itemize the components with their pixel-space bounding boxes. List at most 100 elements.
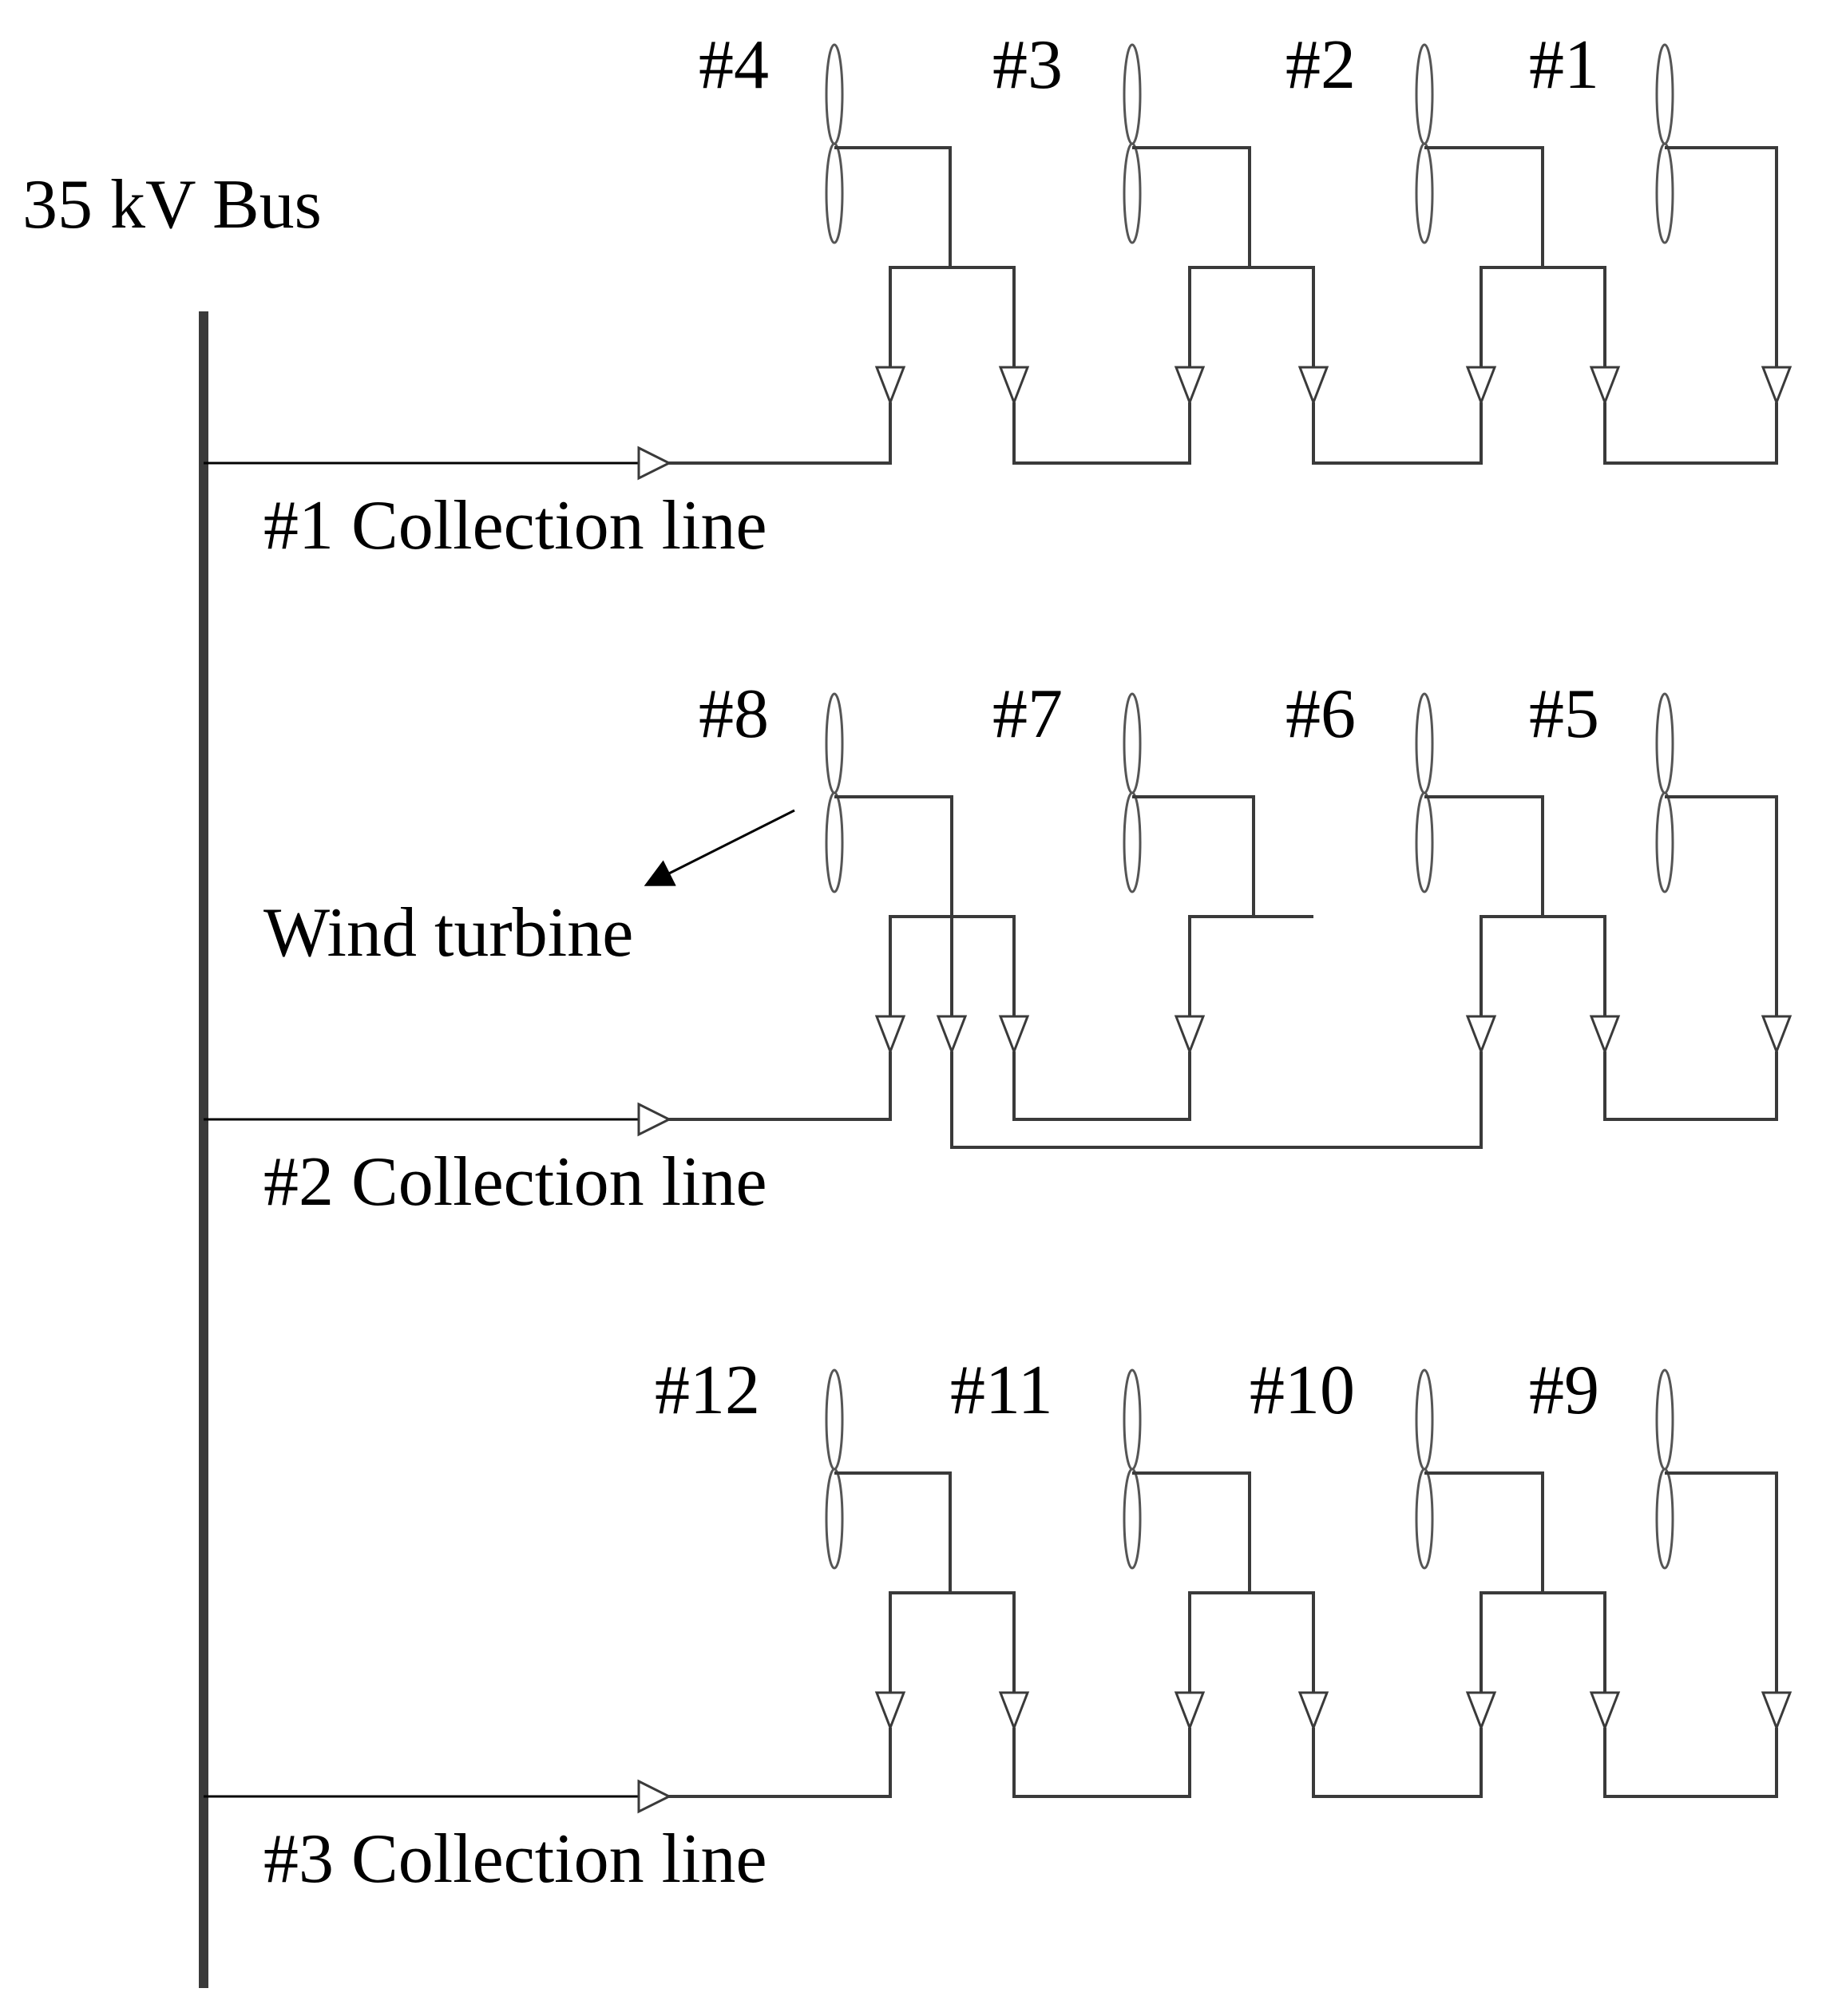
feeder-arrow-icon <box>637 1779 672 1814</box>
transformer-symbol <box>1465 366 1497 406</box>
transformer-symbol <box>1297 366 1329 406</box>
turbine-number-label: #11 <box>950 1352 1053 1429</box>
rotor-blade-lower <box>1123 791 1142 893</box>
wind-turbine-icon <box>1415 43 1434 244</box>
rotor-blade-upper <box>825 692 844 794</box>
collection-segment <box>1312 402 1483 465</box>
rotor-blade-lower <box>1655 1467 1674 1570</box>
rotor-blade-lower <box>1415 142 1434 244</box>
turbine-lead <box>1665 795 1778 1016</box>
transformer-symbol <box>998 1691 1030 1732</box>
transformer-symbol <box>1174 1691 1206 1732</box>
collection-line-3: #12#11#10#9#3 Collection line <box>204 1352 1792 1898</box>
collection-segment <box>950 1052 1483 1149</box>
wind-turbine-icon <box>1415 692 1434 893</box>
rotor-blade-lower <box>1655 142 1674 244</box>
tie-line <box>1188 266 1315 367</box>
annotation-arrow <box>644 809 795 886</box>
rotor-blade-lower <box>1415 791 1434 893</box>
rotor-blade-upper <box>825 43 844 145</box>
collection-segment <box>1603 1052 1778 1121</box>
turbine-lead <box>834 1471 952 1593</box>
turbine-lead <box>834 146 952 267</box>
rotor-blade-upper <box>1123 692 1142 794</box>
transformer-symbol <box>874 1015 906 1056</box>
feeder-arrow-icon <box>637 1102 672 1137</box>
transformer-symbol <box>1465 1691 1497 1732</box>
turbine-lead <box>1665 146 1778 367</box>
transformer-symbol <box>1761 1691 1792 1732</box>
collection-feeder <box>659 1728 892 1798</box>
collection-segment <box>1012 1052 1191 1121</box>
wind-turbine-icon <box>1123 43 1142 244</box>
turbine-number-label: #6 <box>1285 675 1356 753</box>
transformer-symbol <box>1761 1015 1792 1056</box>
wind-turbine-icon <box>1123 1368 1142 1570</box>
collection-segment <box>1012 1728 1191 1798</box>
rotor-blade-lower <box>825 791 844 893</box>
transformer-symbol <box>874 366 906 406</box>
transformer-symbol <box>1589 1691 1621 1732</box>
turbine-number-label: #5 <box>1529 675 1599 753</box>
turbine-lead <box>834 795 953 1016</box>
collection-segment <box>1012 402 1191 465</box>
turbine-number-label: #2 <box>1285 26 1356 104</box>
collection-segment <box>1603 1728 1778 1798</box>
rotor-blade-upper <box>825 1368 844 1471</box>
transformer-symbol <box>1465 1015 1497 1056</box>
turbine-lead <box>1424 795 1544 917</box>
turbine-number-label: #9 <box>1529 1352 1599 1429</box>
collection-line-label: #2 Collection line <box>263 1143 767 1221</box>
rotor-blade-upper <box>1655 1368 1674 1471</box>
turbine-number-label: #4 <box>699 26 769 104</box>
transformer-symbol <box>874 1691 906 1732</box>
bus-label: 35 kV Bus <box>22 166 322 244</box>
rotor-blade-upper <box>1415 1368 1434 1471</box>
transformer-symbol <box>998 1015 1030 1056</box>
rotor-blade-lower <box>825 142 844 244</box>
tie-line <box>1480 1591 1606 1693</box>
transformer-symbol <box>1589 366 1621 406</box>
rotor-blade-upper <box>1655 692 1674 794</box>
tie-line <box>889 266 1016 367</box>
collection-line-1: #4#3#2#1#1 Collection line <box>204 26 1792 564</box>
rotor-blade-lower <box>1415 1467 1434 1570</box>
wind-turbine-icon <box>1655 692 1674 893</box>
open-tie-line <box>1188 915 1313 1016</box>
transformer-symbol <box>998 366 1030 406</box>
wind-turbine-icon <box>825 1368 844 1570</box>
wind-turbine-icon <box>1415 1368 1434 1570</box>
turbine-lead <box>1424 146 1544 267</box>
wind-turbine-icon <box>825 43 844 244</box>
transformer-symbol <box>936 1015 968 1056</box>
collection-line-label: #1 Collection line <box>263 487 767 564</box>
turbine-number-label: #7 <box>992 675 1063 753</box>
turbine-number-label: #12 <box>655 1352 760 1429</box>
tie-line <box>1480 915 1606 1016</box>
rotor-blade-lower <box>1655 791 1674 893</box>
collection-feeder <box>659 402 892 465</box>
wind-turbine-icon <box>1655 1368 1674 1570</box>
tie-line <box>889 915 1016 1016</box>
rotor-blade-upper <box>1123 43 1142 145</box>
tie-line <box>889 1591 1016 1693</box>
wind-turbine-icon <box>1123 692 1142 893</box>
transformer-symbol <box>1174 1015 1206 1056</box>
rotor-blade-upper <box>1123 1368 1142 1471</box>
turbine-lead <box>1132 1471 1251 1593</box>
collection-segment <box>1312 1728 1483 1798</box>
rotor-blade-lower <box>1123 1467 1142 1570</box>
annotation-label: Wind turbine <box>263 894 633 972</box>
feeder-arrow-icon <box>637 446 672 481</box>
transformer-symbol <box>1174 366 1206 406</box>
transformer-symbol <box>1297 1691 1329 1732</box>
turbine-lead <box>1132 146 1251 267</box>
turbine-number-label: #8 <box>699 675 769 753</box>
rotor-blade-upper <box>1415 43 1434 145</box>
turbine-lead <box>1665 1471 1778 1693</box>
turbine-lead <box>1132 795 1255 917</box>
rotor-blade-upper <box>1415 692 1434 794</box>
collection-line-2: #8 #7 #6 #5 #2 Collection line <box>204 675 1792 1221</box>
